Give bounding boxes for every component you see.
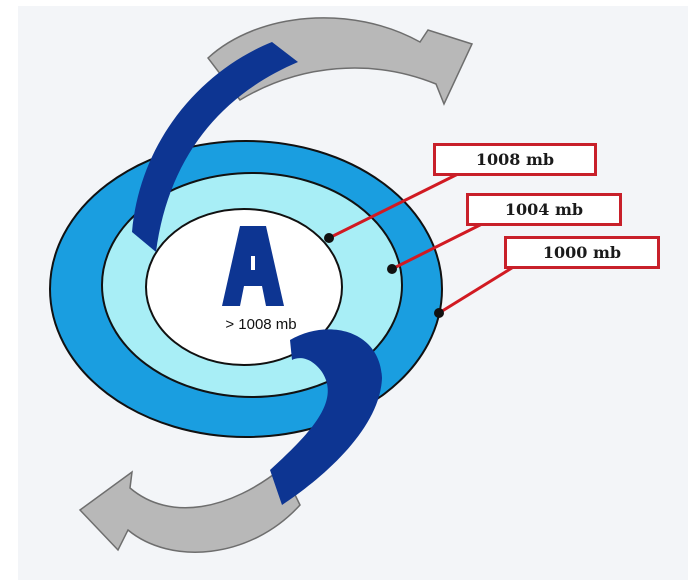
leader-line-1004 [391, 218, 491, 271]
marker-dot-1008 [324, 233, 334, 243]
marker-dot-1000 [434, 308, 444, 318]
leader-line-1000 [438, 264, 516, 315]
lower-swirl-band [270, 329, 382, 505]
isobar-label-1000: 1000 mb [504, 236, 660, 269]
marker-dot-1004 [387, 264, 397, 274]
high-pressure-letter-a [222, 226, 284, 306]
lower-flow-arrow [78, 466, 301, 553]
upper-flow-arrow [206, 17, 474, 106]
leader-line-1008 [328, 168, 467, 240]
inner-isobar-ring [145, 208, 343, 366]
isobar-label-1004: 1004 mb [466, 193, 622, 226]
upper-swirl-band [132, 42, 298, 252]
center-pressure-label: > 1008 mb [225, 316, 297, 333]
isobar-label-1008: 1008 mb [433, 143, 597, 176]
